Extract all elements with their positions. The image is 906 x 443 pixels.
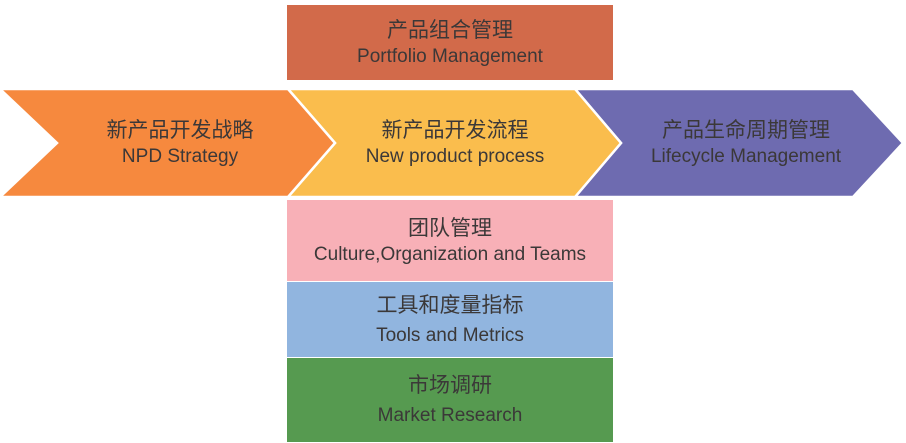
portfolio-management-box: 产品组合管理 Portfolio Management: [287, 5, 613, 80]
market-research-box: 市场调研 Market Research: [287, 358, 613, 442]
new-product-process-label-en: New product process: [365, 146, 545, 167]
lifecycle-management-label-en: Lifecycle Management: [650, 146, 842, 167]
tools-and-metrics-label-zh: 工具和度量指标: [376, 293, 524, 317]
new-product-process-arrow-label: 新产品开发流程 New product process: [335, 89, 575, 197]
portfolio-management-label-zh: 产品组合管理: [387, 18, 513, 42]
market-research-label-en: Market Research: [377, 405, 523, 426]
teams-box: 团队管理 Culture,Organization and Teams: [287, 200, 613, 281]
lifecycle-management-arrow-label: 产品生命周期管理 Lifecycle Management: [621, 89, 871, 197]
npd-strategy-arrow-shape: [0, 89, 337, 197]
teams-label-zh: 团队管理: [408, 216, 492, 240]
tools-and-metrics-box: 工具和度量指标 Tools and Metrics: [287, 282, 613, 357]
teams-label-en: Culture,Organization and Teams: [313, 243, 587, 265]
npd-strategy-label-en: NPD Strategy: [121, 146, 239, 167]
tools-and-metrics-label-en: Tools and Metrics: [376, 324, 524, 346]
portfolio-management-label-en: Portfolio Management: [357, 45, 543, 67]
market-research-label-zh: 市场调研: [408, 374, 492, 397]
npd-strategy-label-zh: 新产品开发战略: [106, 119, 254, 142]
process-arrows-band: [0, 89, 905, 197]
npd-strategy-arrow-label: 新产品开发战略 NPD Strategy: [57, 89, 303, 197]
new-product-process-label-zh: 新产品开发流程: [381, 119, 529, 142]
lifecycle-management-label-zh: 产品生命周期管理: [662, 119, 830, 142]
